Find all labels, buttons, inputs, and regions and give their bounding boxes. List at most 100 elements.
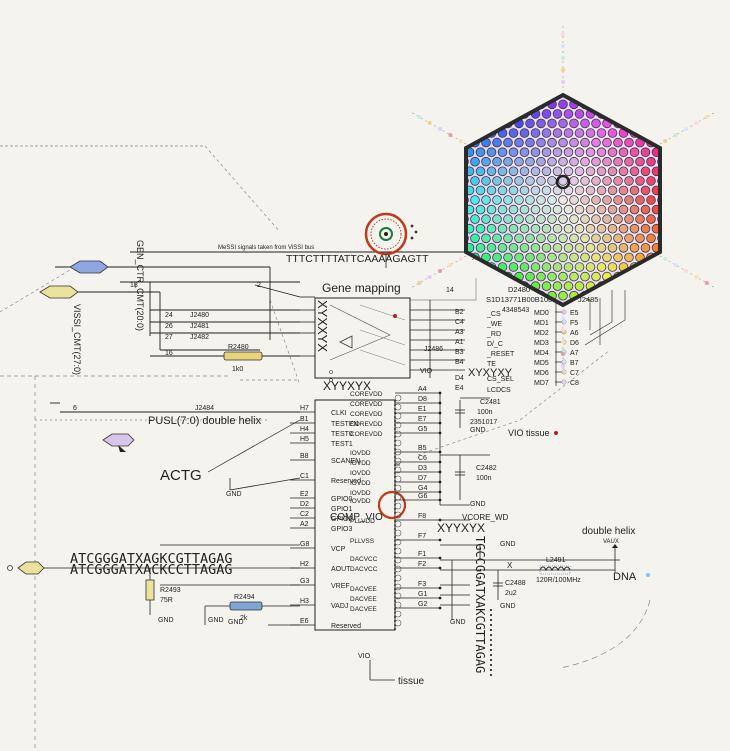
ic-pin-name: IOVDD: [350, 480, 371, 487]
hex-cell: [547, 195, 557, 205]
ic-ball-label: D3: [418, 465, 427, 472]
hex-cell: [481, 195, 491, 205]
ball-label: C7: [570, 370, 579, 377]
star-column: [489, 608, 493, 677]
hex-cell: [624, 233, 634, 244]
connector-num: 26: [165, 323, 173, 330]
hex-cell: [618, 185, 629, 196]
hex-cell: [602, 99, 612, 110]
hex-cell: [547, 271, 557, 282]
hex-cell: [519, 128, 530, 138]
hex-cell: [585, 204, 596, 215]
hex-cell: [607, 262, 618, 272]
star-dot: [489, 653, 493, 657]
ball-label: E4: [455, 385, 464, 392]
seq-top-label: TTTCTTTTATTCAAAAGAGTT: [286, 253, 429, 265]
hex-cell: [481, 176, 491, 186]
hex-cell: [558, 271, 568, 282]
c2481-value: 100n: [477, 409, 493, 416]
hex-cell: [635, 271, 645, 282]
connector-num: 27: [165, 334, 173, 341]
actg-label: ACTG: [160, 467, 202, 484]
hex-cell: [607, 204, 618, 215]
hex-cell: [629, 185, 640, 196]
ic-ball-label: H7: [300, 405, 309, 412]
gnd-right-1: GND: [500, 541, 516, 548]
hex-ray-dot: [427, 121, 432, 125]
hex-cell: [663, 224, 672, 233]
hex-cell: [541, 204, 552, 215]
gene-mapping-label: Gene mapping: [322, 281, 401, 295]
hex-cell: [591, 176, 601, 186]
ic-ball-label: H5: [300, 436, 309, 443]
ic-glyph: [394, 565, 402, 573]
hex-cell: [585, 128, 596, 138]
gnd-bottom-1: GND: [208, 617, 224, 624]
hex-cell: [475, 128, 486, 138]
ball-label: D6: [570, 340, 579, 347]
d2480-label: D2480: [508, 285, 530, 294]
ic-ball-label: G6: [418, 493, 427, 500]
hex-cell: [640, 243, 651, 253]
junction-dot: [438, 566, 442, 570]
hex-cell: [541, 262, 552, 272]
seq-bottom-2-label: ATCGGGATXACKCCTTAGAG: [70, 562, 233, 578]
ic-ball-label: A2: [300, 521, 309, 528]
ic-glyph: [394, 421, 402, 429]
hex-cell: [536, 271, 546, 282]
ic-pin-name: IOVDD: [350, 498, 371, 505]
pin-label: _RESET: [486, 351, 515, 358]
hex-cell: [624, 137, 634, 148]
ic-pin-name: SCANEN: [331, 458, 360, 465]
hex-cell: [629, 243, 640, 253]
hex-cell: [486, 185, 497, 196]
hex-cell: [624, 176, 634, 186]
hex-cell: [607, 243, 618, 253]
gnd-right-3: GND: [450, 619, 466, 626]
pusl-label: PUSL(7:0) double helix: [148, 415, 262, 427]
seq-bottom-1-label: ATCGGGATXAGKCGTTAGAG: [70, 551, 233, 567]
hex-cell: [563, 281, 574, 291]
pin-6-label: 6: [73, 405, 77, 412]
comp-vio-ring-icon: [377, 490, 407, 520]
ic-pin-name: VADJ: [331, 603, 348, 610]
ic-ball-label: F7: [418, 533, 426, 540]
junction-dot: [438, 538, 442, 542]
hex-cell: [563, 262, 574, 272]
hex-cell: [596, 223, 607, 234]
hex-cell: [519, 223, 530, 234]
hex-cell: [591, 214, 601, 224]
hex-cell: [497, 166, 508, 177]
ic-glyph: [394, 538, 402, 546]
md-branch-lines: [584, 290, 626, 346]
ball-label: B2: [455, 309, 464, 316]
ic-glyph: [394, 430, 402, 438]
ic-glyph: [394, 475, 402, 483]
hex-cell: [563, 223, 574, 234]
ic-pin-name: IOVDD: [350, 470, 371, 477]
hex-cell: [547, 233, 557, 244]
star-dot: [489, 673, 493, 677]
resistor-r2493: [145, 579, 155, 601]
gnd-c2482: GND: [470, 501, 486, 508]
ic-pin-name: AOUT: [331, 566, 351, 573]
hex-cell: [508, 243, 519, 253]
hex-ray-dot: [458, 257, 463, 261]
ic-pin-name: Reserved: [331, 623, 361, 630]
hex-cell: [558, 233, 568, 244]
pin-label: CS_SEL: [487, 376, 514, 383]
l2491-value: 120R/100MHz: [536, 577, 581, 584]
hex-ray-dot: [438, 269, 443, 273]
hex-cell: [585, 147, 596, 158]
star-dot: [489, 658, 493, 662]
hex-cell: [503, 156, 513, 167]
hex-cell: [624, 118, 634, 129]
hex-cell: [602, 290, 612, 301]
hex-cell: [635, 156, 645, 167]
hex-cell: [558, 214, 568, 224]
hex-cell: [629, 147, 640, 158]
ic-glyph: [394, 493, 402, 501]
star-dot: [489, 608, 493, 612]
hex-cell: [558, 99, 568, 110]
hex-cell: [607, 166, 618, 177]
